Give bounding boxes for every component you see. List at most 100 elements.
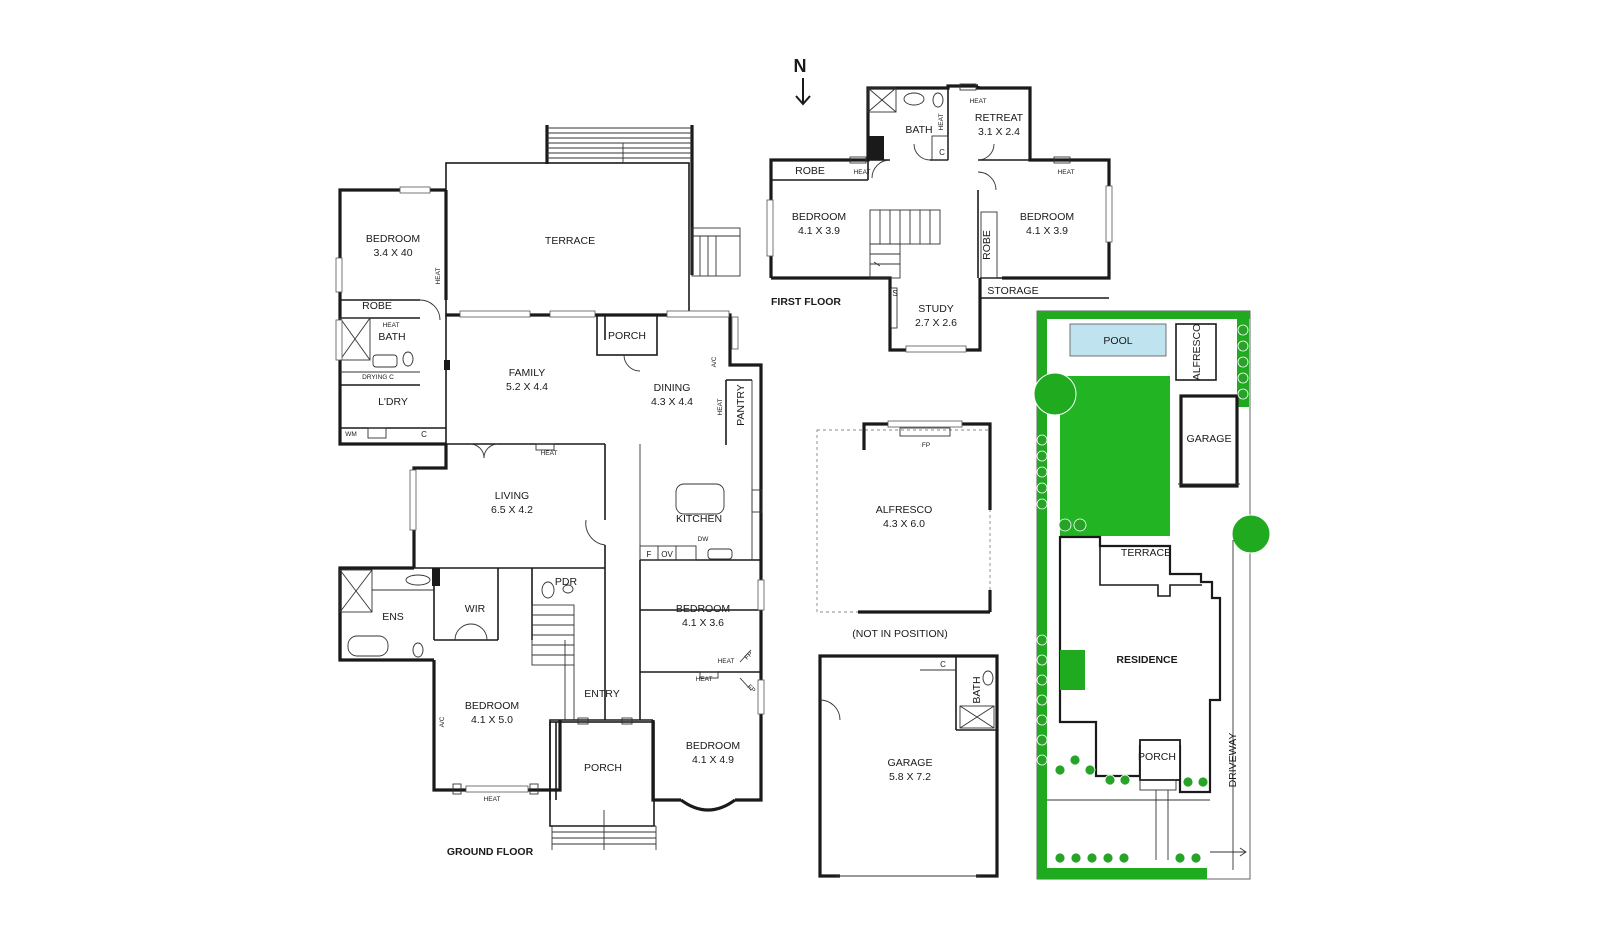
site-label-porch: PORCH: [1138, 751, 1176, 763]
label-heat-bath: HEAT: [383, 322, 400, 329]
porch-north-outline: [596, 314, 658, 356]
label-heat-bedroom-mid: HEAT: [718, 658, 735, 665]
ff-label-heat-retreat: HEAT: [970, 98, 987, 105]
label-drying-c: DRYING C: [362, 374, 394, 381]
site-label-alfresco: ALFRESCO: [1191, 324, 1203, 381]
label-heat-bedroom-w: HEAT: [435, 268, 442, 285]
label-bath: BATH: [378, 331, 405, 343]
label-ens: ENS: [382, 611, 404, 623]
label-heat-bedroom-se: HEAT: [696, 676, 713, 683]
site-label-residence: RESIDENCE: [1116, 654, 1177, 666]
ground-floor-plan: BEDROOM 3.4 X 40 TERRACE FAMILY 5.2 X 4.…: [335, 125, 765, 858]
label-wir: WIR: [465, 603, 486, 615]
ff-stairs: [869, 209, 941, 279]
room-size-bedroom-se: 4.1 X 4.9: [692, 754, 734, 766]
room-name-kitchen: KITCHEN: [676, 513, 722, 525]
room-name-living: LIVING: [495, 490, 529, 502]
site-plan: POOL ALFRESCO GARAGE TERRACE RESIDENCE P…: [1033, 310, 1271, 880]
room-name-terrace: TERRACE: [545, 235, 595, 247]
room-name-dining: DINING: [654, 382, 691, 394]
ff-room-name-study: STUDY: [918, 303, 954, 315]
site-lawn: [1060, 376, 1170, 536]
garage-c: C: [940, 660, 946, 669]
garage-size: 5.8 X 7.2: [889, 771, 931, 783]
site-label-terrace: TERRACE: [1121, 547, 1171, 559]
ground-stairs: [531, 604, 575, 666]
ff-label-heat-bedroom-e: HEAT: [1058, 169, 1075, 176]
room-name-bedroom-master: BEDROOM: [465, 700, 519, 712]
label-heat-dining: HEAT: [717, 399, 724, 416]
label-entry: ENTRY: [584, 688, 619, 700]
alfresco-plan: ALFRESCO 4.3 X 6.0 FP (NOT IN POSITION): [816, 420, 992, 640]
label-fp-mid: FP: [744, 651, 755, 662]
terrace-steps: [547, 127, 692, 163]
room-size-bedroom-mid: 4.1 X 3.6: [682, 617, 724, 629]
ff-room-name-bedroom-e: BEDROOM: [1020, 211, 1074, 223]
north-compass: N: [794, 56, 811, 106]
room-name-bedroom-w: BEDROOM: [366, 233, 420, 245]
label-pdr: PDR: [555, 576, 578, 588]
label-porch-north: PORCH: [608, 330, 646, 342]
ground-floor-caption: GROUND FLOOR: [447, 846, 534, 858]
label-ac-dining: A/C: [711, 356, 718, 367]
alfresco-fp: FP: [922, 442, 930, 449]
label-c-laundry: C: [421, 430, 427, 439]
room-size-bedroom-w: 3.4 X 40: [373, 247, 412, 259]
ff-room-size-study: 2.7 X 2.6: [915, 317, 957, 329]
label-heat-master: HEAT: [484, 796, 501, 803]
ff-label-robe-e: ROBE: [981, 230, 993, 260]
ff-label-heat-bedroom-w: HEAT: [854, 169, 871, 176]
room-size-living: 6.5 X 4.2: [491, 504, 533, 516]
basin: [372, 354, 398, 368]
ff-label-bath: BATH: [905, 124, 932, 136]
site-label-pool: POOL: [1103, 335, 1132, 347]
garage-name: GARAGE: [888, 757, 933, 769]
garage-bath: BATH: [971, 676, 983, 703]
room-name-family: FAMILY: [509, 367, 546, 379]
room-size-dining: 4.3 X 4.4: [651, 396, 693, 408]
porch-south-outline: [549, 721, 655, 827]
ff-room-name-bedroom-w: BEDROOM: [792, 211, 846, 223]
cooktop: [751, 489, 763, 513]
label-pantry: PANTRY: [735, 384, 747, 426]
ff-shower: [867, 87, 897, 113]
first-floor-plan: BATH RETREAT 3.1 X 2.4 BEDROOM 4.1 X 3.9…: [766, 83, 1113, 353]
label-ldry: L'DRY: [378, 396, 408, 408]
site-shrubs: [1036, 324, 1249, 864]
label-heat-living: HEAT: [541, 450, 558, 457]
alfresco-note: (NOT IN POSITION): [852, 628, 947, 640]
kitchen-island: [675, 483, 725, 515]
site-pool: [1069, 323, 1167, 357]
label-ac-master: A/C: [439, 716, 446, 727]
ff-label-c: C: [939, 148, 945, 157]
toilet: [402, 351, 414, 367]
ff-room-size-retreat: 3.1 X 2.4: [978, 126, 1020, 138]
room-name-bedroom-mid: BEDROOM: [676, 603, 730, 615]
label-wm: WM: [345, 431, 357, 438]
north-arrow-icon: [795, 78, 811, 106]
site-label-driveway: DRIVEWAY: [1227, 733, 1239, 788]
ff-room-size-bedroom-w: 4.1 X 3.9: [798, 225, 840, 237]
room-size-bedroom-master: 4.1 X 5.0: [471, 714, 513, 726]
ff-label-heat-bath: HEAT: [938, 114, 945, 131]
label-porch-south: PORCH: [584, 762, 622, 774]
label-robe: ROBE: [362, 300, 392, 312]
label-f: F: [647, 550, 652, 559]
label-ov: OV: [661, 550, 673, 559]
ff-label-s: S: [892, 289, 897, 298]
sink: [707, 548, 733, 560]
first-floor-caption: FIRST FLOOR: [771, 296, 841, 308]
label-dw: DW: [698, 536, 710, 543]
garage-plan: GARAGE 5.8 X 7.2 BATH C: [818, 654, 999, 878]
ff-room-size-bedroom-e: 4.1 X 3.9: [1026, 225, 1068, 237]
alfresco-size: 4.3 X 6.0: [883, 518, 925, 530]
ens-shower: [339, 569, 373, 613]
alfresco-name: ALFRESCO: [876, 504, 933, 516]
north-letter: N: [794, 56, 807, 76]
label-fp-se: FP: [746, 684, 757, 695]
ff-label-storage: STORAGE: [987, 285, 1038, 297]
bathtub: [347, 635, 389, 657]
terrace-side-steps: [691, 227, 741, 277]
porch-steps: [551, 810, 657, 850]
